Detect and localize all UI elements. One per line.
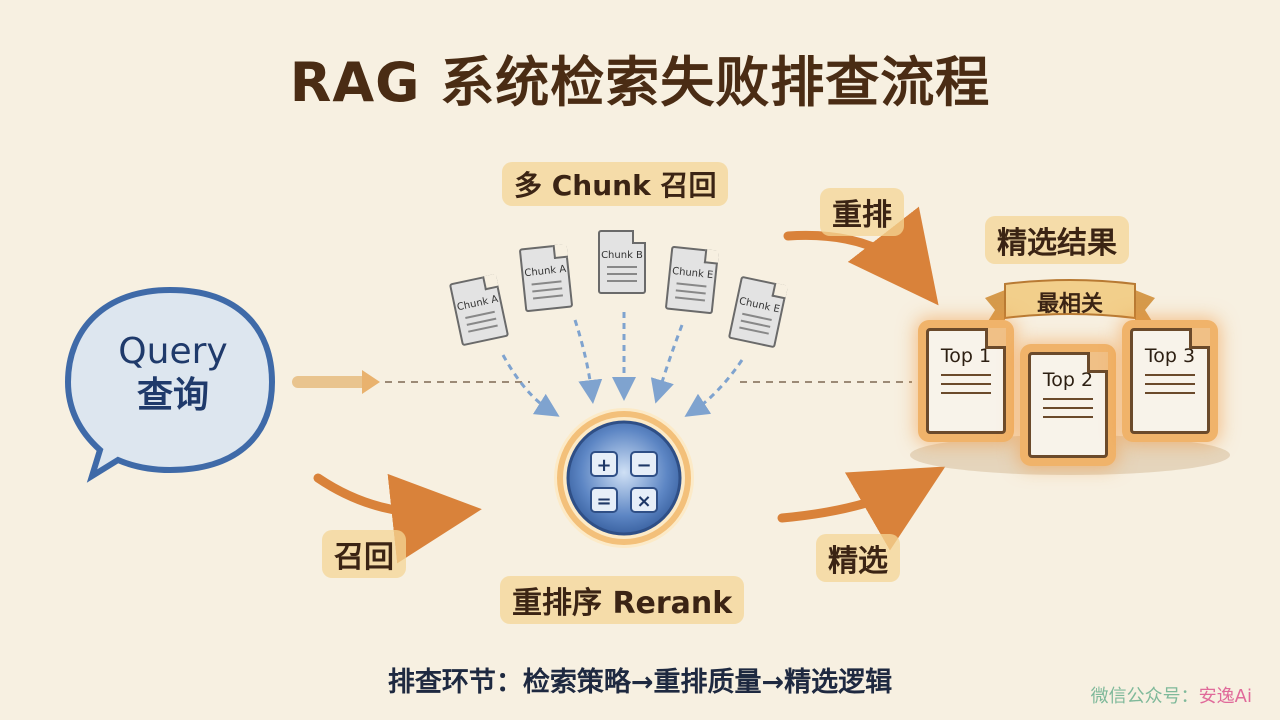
chunk-arrow-2 xyxy=(573,319,603,404)
svg-text:+: + xyxy=(596,455,611,476)
query-label-en: Query xyxy=(118,331,228,372)
result-doc-top1: Top 1 xyxy=(926,328,1006,434)
results-title: 精选结果 xyxy=(985,216,1129,264)
recall-arrow xyxy=(313,473,482,564)
chunk-doc: Chunk E xyxy=(664,245,720,315)
chunk-arrow-4 xyxy=(650,324,684,404)
result-doc-top2: Top 2 xyxy=(1028,352,1108,458)
rerank-core-icon: + − = × xyxy=(554,408,694,548)
page-title: RAG 系统检索失败排查流程 xyxy=(289,51,991,114)
select-label: 精选 xyxy=(816,534,900,582)
recall-label: 召回 xyxy=(322,530,406,578)
watermark-brand: 安逸Ai xyxy=(1198,686,1252,707)
watermark-prefix: 微信公众号： xyxy=(1090,686,1199,707)
svg-text:=: = xyxy=(596,491,611,512)
chunk-arrow-1 xyxy=(501,354,560,417)
rerank-label: 重排序 Rerank xyxy=(500,576,745,624)
svg-text:−: − xyxy=(636,455,651,476)
ribbon-banner xyxy=(985,279,1155,326)
watermark: 微信公众号：安逸Ai xyxy=(1091,682,1252,708)
select-arrow xyxy=(777,466,946,551)
rerank-arrow xyxy=(783,206,939,306)
svg-text:×: × xyxy=(636,491,651,512)
rerank-step-label: 重排 xyxy=(820,188,904,236)
footer-caption: 排查环节：检索策略→重排质量→精选逻辑 xyxy=(387,667,893,698)
query-text: Query 查询 xyxy=(88,330,258,418)
result-doc-top3: Top 3 xyxy=(1130,328,1210,434)
chunk-doc: Chunk A xyxy=(518,243,574,313)
chunks-label: 多 Chunk 召回 xyxy=(502,162,729,206)
chunk-arrow-5 xyxy=(684,359,744,417)
ribbon-label: 最相关 xyxy=(1036,292,1103,317)
query-label-zh: 查询 xyxy=(136,375,209,416)
chunk-doc: Chunk B xyxy=(598,230,646,294)
query-bubble xyxy=(64,286,276,483)
